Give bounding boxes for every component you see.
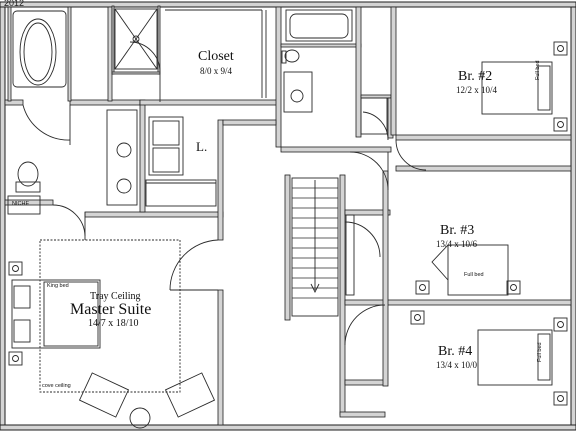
- fixtures: [7, 8, 553, 429]
- br3-bed-label: Full bed: [464, 272, 484, 278]
- niche-label: NICHE: [12, 201, 30, 207]
- niche-box: [7, 195, 41, 215]
- br2-size: 12/2 x 10/4: [456, 85, 498, 95]
- stairs: [291, 177, 339, 317]
- copyright-year: 2012: [4, 0, 25, 8]
- nightstands: [8, 41, 568, 406]
- cove-ceiling-label: cove ceiling: [42, 383, 71, 389]
- br4-bed-label: Full bed: [537, 342, 543, 362]
- br3-size: 13/4 x 10/6: [436, 239, 478, 249]
- vanity: [106, 109, 138, 206]
- laundry-label: L.: [196, 139, 208, 154]
- br4-bed: [477, 329, 553, 386]
- master-suite-label: Master Suite: [70, 301, 152, 318]
- br2-label: Br. #2: [458, 69, 493, 84]
- master-bed: [11, 279, 101, 349]
- master-bed-label: King bed: [47, 283, 69, 289]
- bathtub-2: [285, 9, 353, 42]
- br4-size: 13/4 x 10/0: [436, 360, 478, 370]
- closet-size: 8/0 x 9/4: [200, 66, 233, 76]
- br4-label: Br. #4: [438, 344, 473, 359]
- interior-walls: [4, 5, 572, 426]
- br3-label: Br. #3: [440, 223, 475, 238]
- bathtub: [12, 10, 67, 88]
- master-tray-label: Tray Ceiling: [90, 291, 141, 302]
- washer: [148, 116, 184, 176]
- master-suite-size: 14/7 x 18/10: [88, 318, 139, 329]
- br2-bed: [481, 61, 553, 115]
- closet-label: Closet: [198, 49, 234, 64]
- br2-bed-label: Full bed: [535, 60, 541, 80]
- br3-bed: [447, 244, 509, 296]
- shower-stall: [114, 8, 158, 70]
